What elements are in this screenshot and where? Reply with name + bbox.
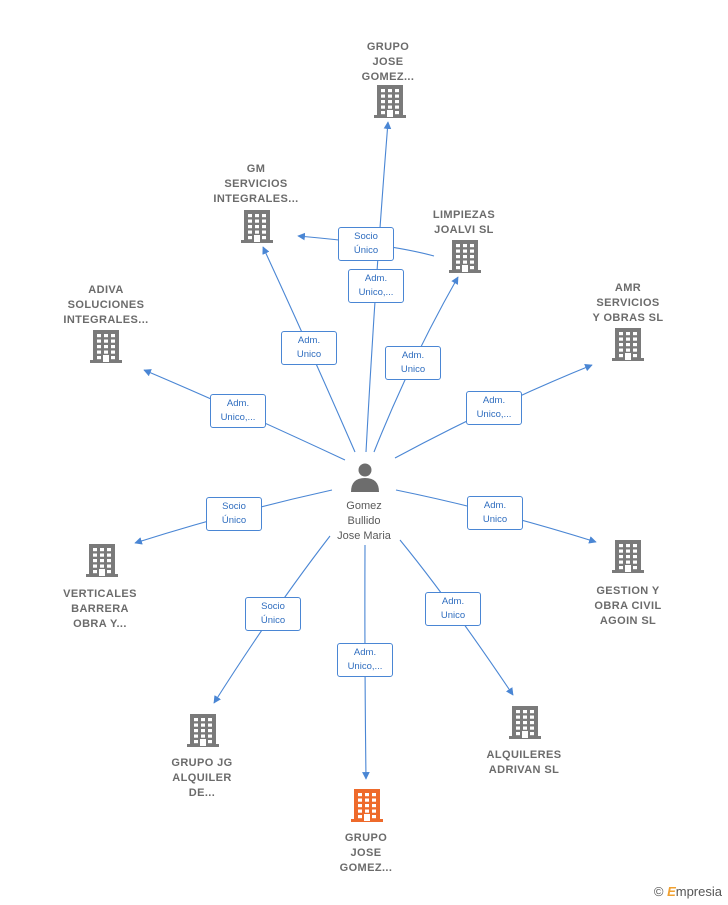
edge-label-alquileres-adrivan[interactable]: Adm. Unico — [425, 592, 481, 626]
building-icon-amr-servicios[interactable] — [612, 328, 644, 361]
person-label[interactable]: Gomez Bullido Jose Maria — [337, 500, 391, 542]
person-icon[interactable] — [351, 463, 379, 493]
edge-label-grupo-jose-gomez-top[interactable]: Adm. Unico,... — [348, 269, 404, 303]
building-icon-grupo-jose-gomez-top[interactable] — [374, 85, 406, 118]
building-icon-adiva[interactable] — [90, 330, 122, 363]
company-label-amr-servicios[interactable]: AMR SERVICIOS Y OBRAS SL — [592, 282, 664, 324]
company-label-verticales-barrera[interactable]: VERTICALES BARRERA OBRA Y... — [63, 588, 137, 630]
building-icon-alquileres-adrivan[interactable] — [509, 706, 541, 739]
edge-label-gestion-obra-civil[interactable]: Adm. Unico — [467, 496, 523, 530]
edge-label-grupo-jose-gomez-bottom[interactable]: Adm. Unico,... — [337, 643, 393, 677]
building-icon-gm-servicios[interactable] — [241, 210, 273, 243]
company-label-gestion-obra-civil[interactable]: GESTION Y OBRA CIVIL AGOIN SL — [594, 585, 662, 627]
edge-label-limpiezas-joalvi[interactable]: Adm. Unico — [385, 346, 441, 380]
edge-label-gm-servicios[interactable]: Adm. Unico — [281, 331, 337, 365]
edge-label-grupo-jg-alquiler[interactable]: Socio Único — [245, 597, 301, 631]
company-label-limpiezas-joalvi[interactable]: LIMPIEZAS JOALVI SL — [432, 209, 496, 236]
brand-logo: © Empresia — [653, 884, 722, 899]
building-icon-verticales-barrera[interactable] — [86, 544, 118, 577]
building-icon-grupo-jg-alquiler[interactable] — [187, 714, 219, 747]
company-label-grupo-jose-gomez-top[interactable]: GRUPO JOSE GOMEZ... — [361, 41, 415, 83]
edge-label-verticales-barrera[interactable]: Socio Único — [206, 497, 262, 531]
company-label-adiva[interactable]: ADIVA SOLUCIONES INTEGRALES... — [63, 284, 149, 326]
building-icon-limpiezas-joalvi[interactable] — [449, 240, 481, 273]
company-label-gm-servicios[interactable]: GM SERVICIOS INTEGRALES... — [213, 163, 299, 205]
company-label-grupo-jose-gomez-bottom[interactable]: GRUPO JOSE GOMEZ... — [339, 832, 393, 874]
company-label-alquileres-adrivan[interactable]: ALQUILERES ADRIVAN SL — [486, 749, 562, 776]
building-icon-grupo-jose-gomez-bottom[interactable] — [351, 789, 383, 822]
building-icon-gestion-obra-civil[interactable] — [612, 540, 644, 573]
company-label-grupo-jg-alquiler[interactable]: GRUPO JG ALQUILER DE... — [171, 757, 233, 799]
edge-label-amr-servicios[interactable]: Adm. Unico,... — [466, 391, 522, 425]
edge-label-adiva[interactable]: Adm. Unico,... — [210, 394, 266, 428]
edge-label-limpiezas-joalvi-to-gm-servicios[interactable]: Socio Único — [338, 227, 394, 261]
